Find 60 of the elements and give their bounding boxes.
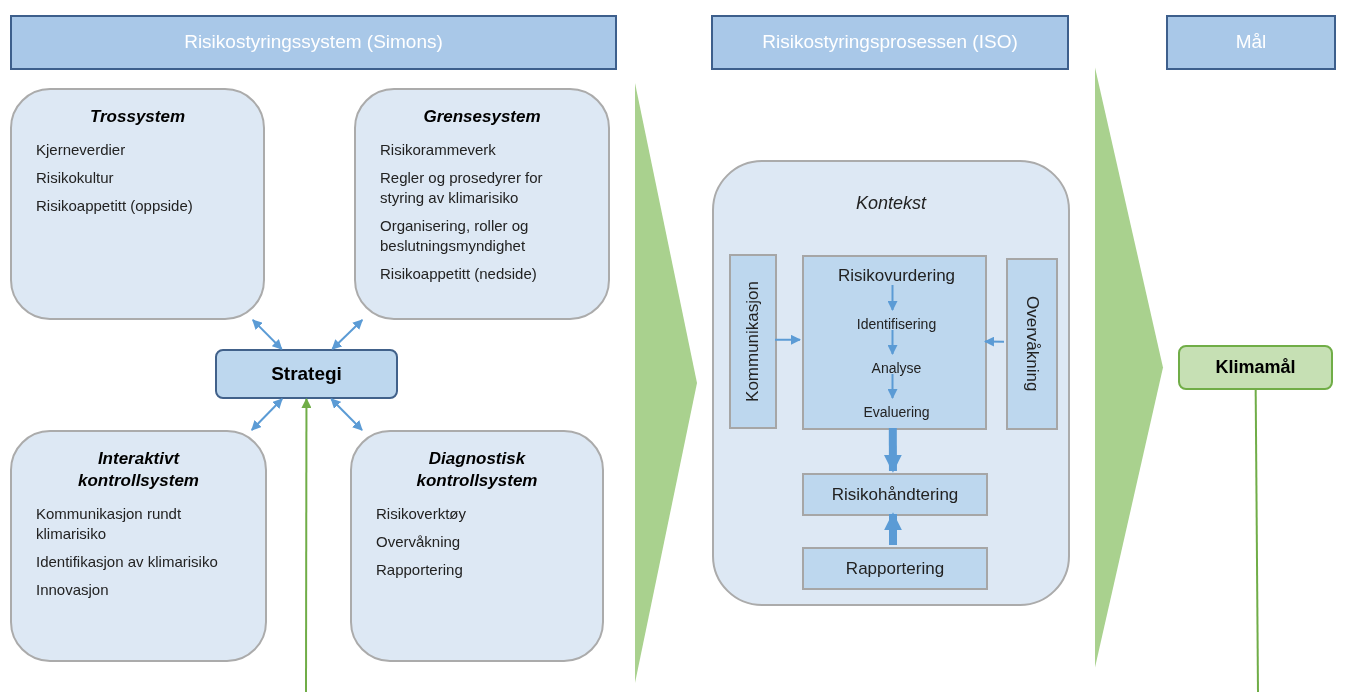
- system-card: [350, 430, 604, 662]
- list-item: Identifikasjon av klimarisiko: [36, 552, 219, 572]
- system-card: [10, 430, 267, 662]
- process-label: Risikovurdering: [837, 265, 956, 287]
- arrow: [330, 398, 363, 431]
- list-item: Organisering, roller og beslutningsmyndighet: [380, 216, 530, 256]
- header-text: Risikostyringsprosessen (ISO): [762, 30, 1018, 55]
- process-label: Overvåkning: [1021, 296, 1043, 392]
- arrow: [774, 334, 801, 345]
- card-heading: Diagnostisk kontrollsystem: [415, 448, 539, 492]
- context-heading: Kontekst: [854, 192, 928, 215]
- goal-box: [1178, 345, 1333, 390]
- system-card: [354, 88, 610, 320]
- context-panel: [712, 160, 1070, 606]
- list-item: Rapportering: [376, 560, 464, 580]
- arrow: [301, 398, 312, 692]
- card-heading: Trossystem: [88, 106, 187, 128]
- arrow: [331, 319, 364, 350]
- process-label: Kommunikasjon: [742, 281, 764, 402]
- block-arrow: [884, 512, 902, 545]
- list-item: Regler og prosedyrer for styring av klimarisiko: [380, 168, 544, 208]
- chevron-arrow: [635, 83, 697, 683]
- process-box: [802, 547, 988, 590]
- arrow: [887, 329, 898, 355]
- section-header: [10, 15, 617, 70]
- section-header: [1166, 15, 1336, 70]
- process-label: Risikohåndtering: [831, 483, 959, 506]
- arrow: [887, 373, 898, 399]
- process-box: [802, 255, 987, 430]
- process-box: [802, 473, 988, 516]
- strategy-box: [215, 349, 398, 399]
- list-item: Risikoappetitt (oppside): [36, 196, 194, 216]
- list-item: Innovasjon: [36, 580, 110, 600]
- list-item: Risikokultur: [36, 168, 115, 188]
- step-label: Analyse: [871, 359, 922, 377]
- arrow: [250, 398, 284, 431]
- list-item: Kommunikasjon rundt klimarisiko: [36, 504, 183, 544]
- list-item: Overvåkning: [376, 532, 462, 552]
- list-item: Risikorammeverk: [380, 140, 497, 160]
- arrow: [251, 319, 283, 350]
- process-label: Rapportering: [845, 557, 945, 580]
- arrow: [984, 336, 1005, 347]
- section-header: [711, 15, 1069, 70]
- card-heading: Interaktivt kontrollsystem: [77, 448, 200, 492]
- list-item: Risikoverktøy: [376, 504, 467, 524]
- process-box: [1006, 258, 1058, 430]
- strategy-label: Strategi: [271, 361, 342, 386]
- list-item: Risikoappetitt (nedside): [380, 264, 538, 284]
- system-card: [10, 88, 265, 320]
- step-label: Evaluering: [863, 403, 930, 421]
- block-arrow: [883, 428, 902, 473]
- arrow: [887, 284, 898, 311]
- process-box: [729, 254, 777, 429]
- chevron-arrow: [1095, 67, 1163, 668]
- header-text: Mål: [1235, 30, 1267, 55]
- card-heading: Grensesystem: [422, 106, 542, 128]
- header-text: Risikostyringssystem (Simons): [184, 30, 443, 55]
- step-label: Identifisering: [856, 315, 937, 333]
- list-item: Kjerneverdier: [36, 140, 127, 160]
- goal-label: Klimamål: [1215, 356, 1296, 379]
